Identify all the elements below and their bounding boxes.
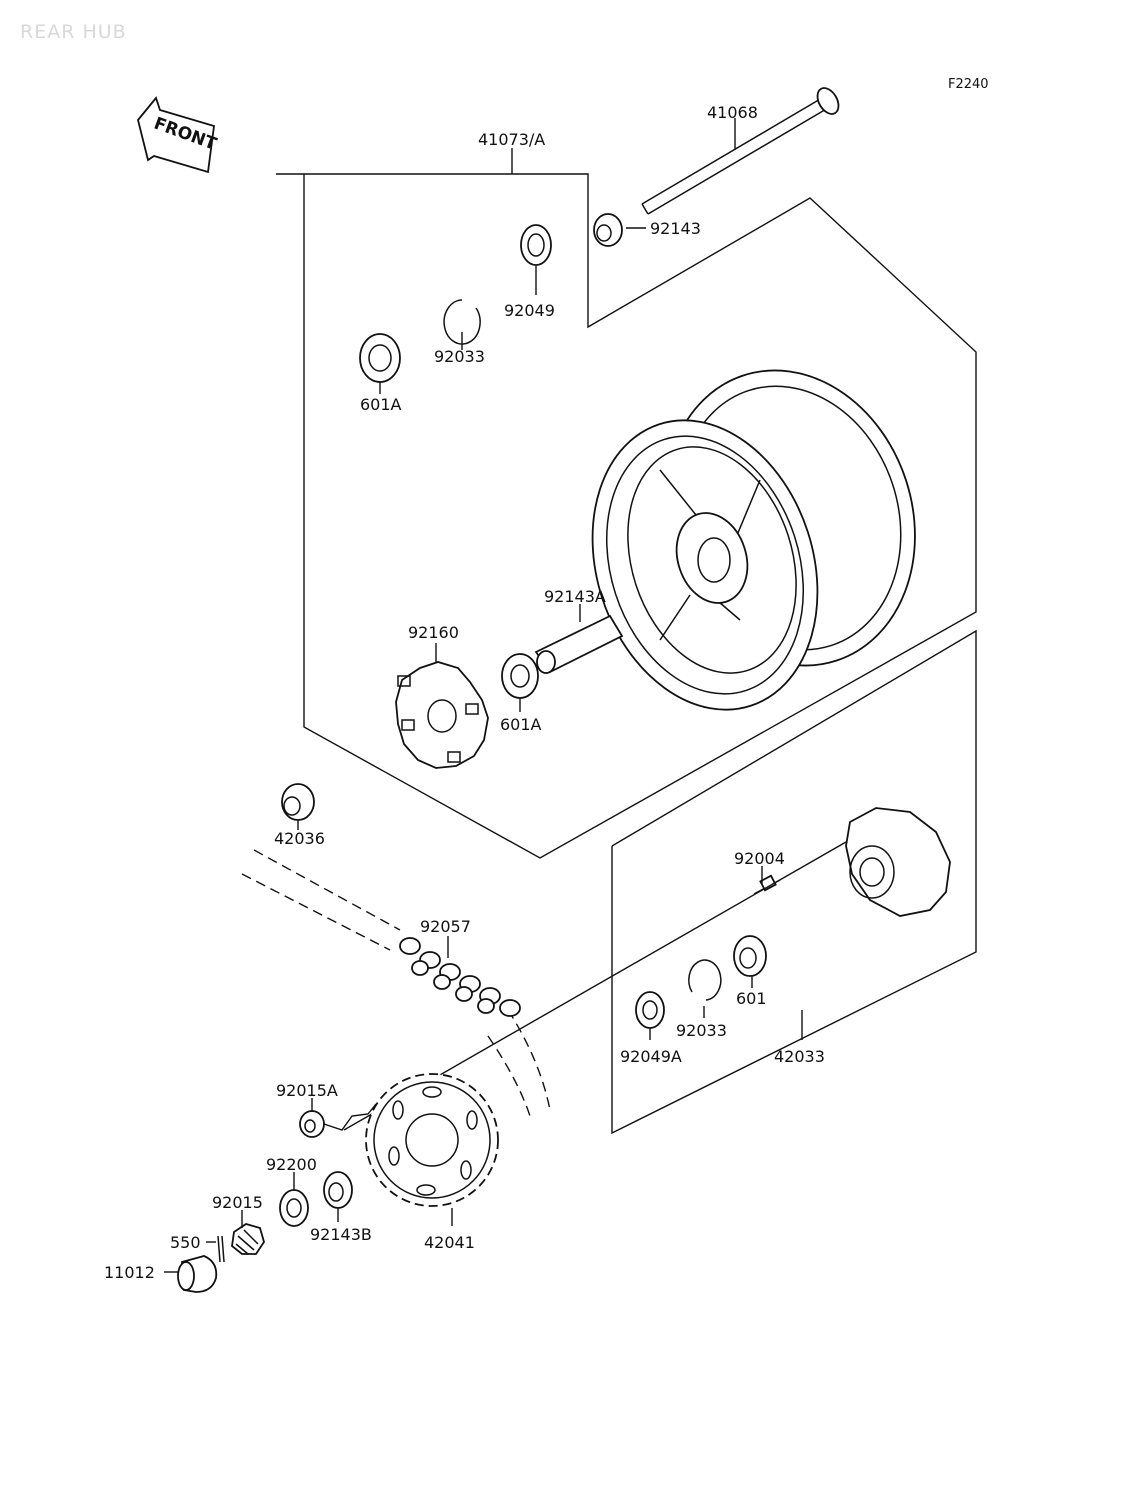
axle-41068 <box>641 87 840 215</box>
washer-92200 <box>279 1189 309 1227</box>
label-92049: 92049 <box>504 301 555 320</box>
seal-92049a <box>635 991 665 1029</box>
label-92143b: 92143B <box>310 1225 372 1244</box>
label-92015: 92015 <box>212 1193 263 1212</box>
label-92015a: 92015A <box>276 1081 338 1100</box>
label-601a-top: 601A <box>360 395 402 414</box>
label-92033-top: 92033 <box>434 347 485 366</box>
collar-92143b <box>323 1171 353 1209</box>
hub-assembly-outline <box>611 629 977 1135</box>
bearing-601a-top <box>359 333 401 383</box>
coupling-42033 <box>845 807 951 917</box>
label-42036: 42036 <box>274 829 325 848</box>
sprocket-42041 <box>365 1073 499 1207</box>
label-601a-mid: 601A <box>500 715 542 734</box>
cap-11012 <box>177 1255 218 1293</box>
label-42033: 42033 <box>774 1047 825 1066</box>
rear-wheel <box>591 369 916 711</box>
label-601: 601 <box>736 989 767 1008</box>
label-92057: 92057 <box>420 917 471 936</box>
label-92200: 92200 <box>266 1155 317 1174</box>
wheel-assembly-outline <box>276 173 977 859</box>
collar-42036 <box>281 783 315 821</box>
seal-92049 <box>520 224 552 266</box>
label-42041: 42041 <box>424 1233 475 1252</box>
label-11012: 11012 <box>104 1263 155 1282</box>
figure-id: F2240 <box>948 77 989 92</box>
label-92049a: 92049A <box>620 1047 682 1066</box>
chain-92057 <box>399 937 521 1017</box>
label-92143a: 92143A <box>544 587 606 606</box>
diagram-title: REAR HUB <box>20 21 127 43</box>
stud-92004 <box>753 874 781 895</box>
nut-92015a <box>299 1110 325 1138</box>
label-41068: 41068 <box>707 103 758 122</box>
collar-92143a <box>534 614 624 674</box>
collar-92143 <box>593 213 623 247</box>
pin-550 <box>217 1235 225 1263</box>
drive-chain-path <box>241 849 551 1117</box>
circlip-92033-top <box>443 299 481 345</box>
label-92160: 92160 <box>408 623 459 642</box>
label-92033-low: 92033 <box>676 1021 727 1040</box>
label-92143: 92143 <box>650 219 701 238</box>
label-550: 550 <box>170 1233 201 1252</box>
damper-92160 <box>395 661 489 769</box>
label-41073a: 41073/A <box>478 130 545 149</box>
nut-92015 <box>231 1223 265 1255</box>
bearing-601a-mid <box>501 653 539 699</box>
bearing-601 <box>733 935 767 977</box>
front-arrow-icon: FRONT <box>137 96 219 174</box>
label-92004: 92004 <box>734 849 785 868</box>
circlip-92033-low <box>688 959 722 1001</box>
